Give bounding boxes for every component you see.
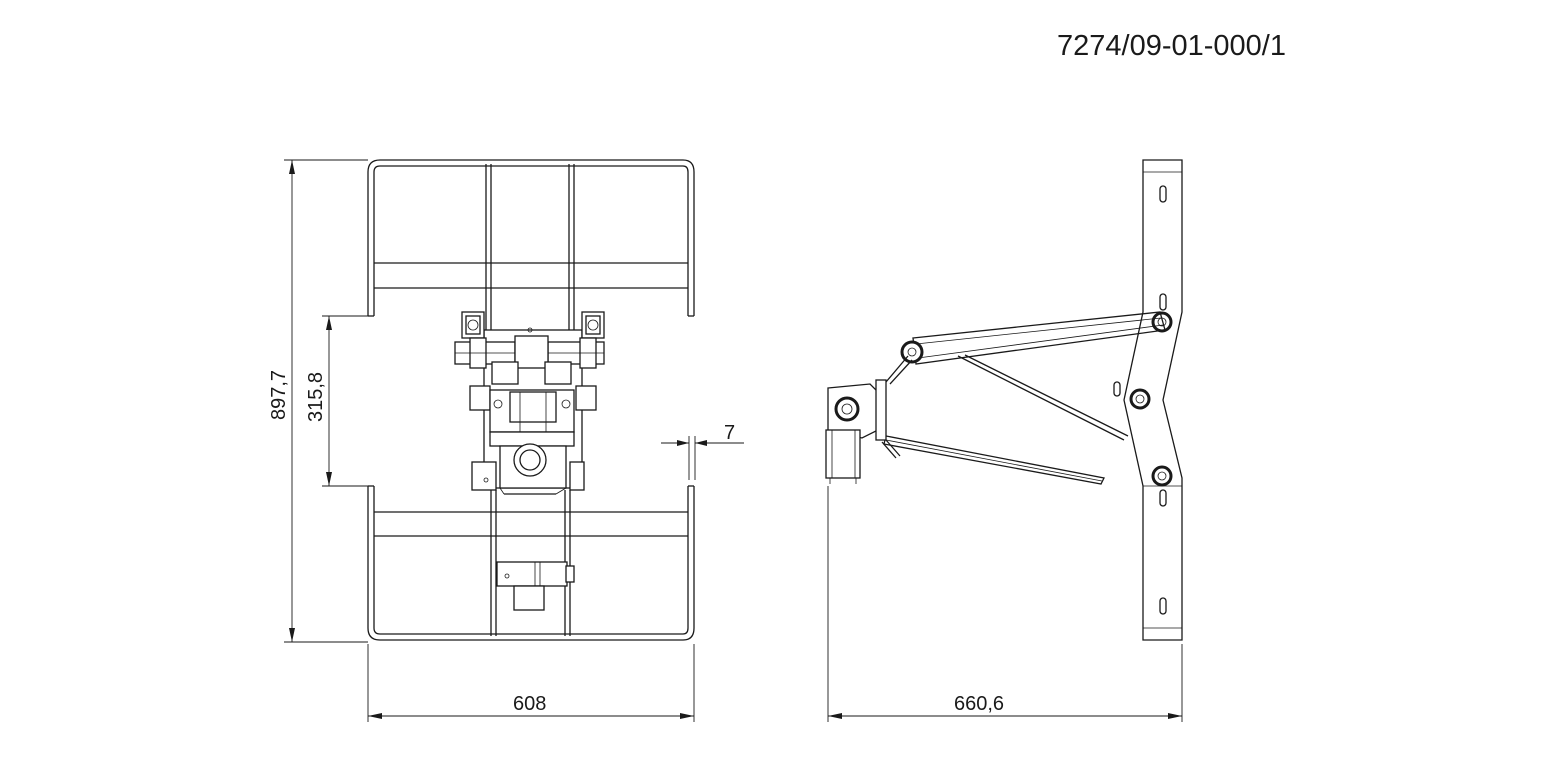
lower-frame — [367, 485, 695, 641]
dim-front-width: 608 — [367, 644, 695, 722]
label-front-height: 897,7 — [268, 370, 290, 420]
dim-front-height: 897,7 — [268, 159, 368, 643]
label-front-width: 608 — [513, 693, 546, 715]
side-head — [825, 355, 913, 484]
dim-rail-thickness: 7 — [661, 422, 744, 480]
label-front-gap: 315,8 — [305, 372, 327, 422]
drawing-number: 7274/09-01-000/1 — [1057, 30, 1286, 62]
front-view: 897,7 315,8 608 7 — [268, 159, 744, 722]
label-rail-thickness: 7 — [724, 422, 735, 444]
label-side-depth: 660,6 — [954, 693, 1004, 715]
central-mechanism — [454, 311, 605, 495]
dim-front-gap: 315,8 — [305, 315, 368, 487]
side-view: 660,6 — [825, 159, 1183, 722]
upper-frame — [367, 159, 695, 335]
dim-side-depth: 660,6 — [827, 486, 1183, 722]
